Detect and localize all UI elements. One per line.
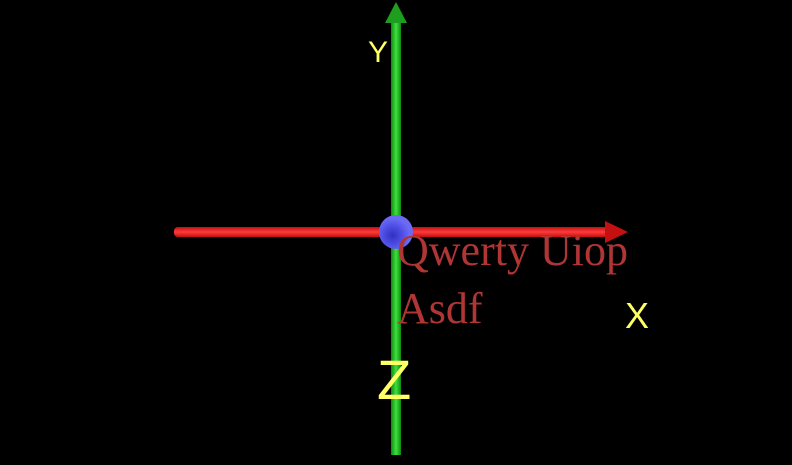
text-line-2: Asdf: [397, 284, 483, 333]
y-axis-arrowhead: [385, 2, 407, 23]
text-line-1: Qwerty Uiop: [397, 226, 628, 275]
x-axis-arrowhead: [605, 221, 628, 243]
origin-sphere: [379, 215, 413, 249]
y-axis-label: Y: [368, 36, 389, 69]
z-axis-label: Z: [377, 348, 412, 411]
x-axis-label: X: [625, 295, 650, 336]
